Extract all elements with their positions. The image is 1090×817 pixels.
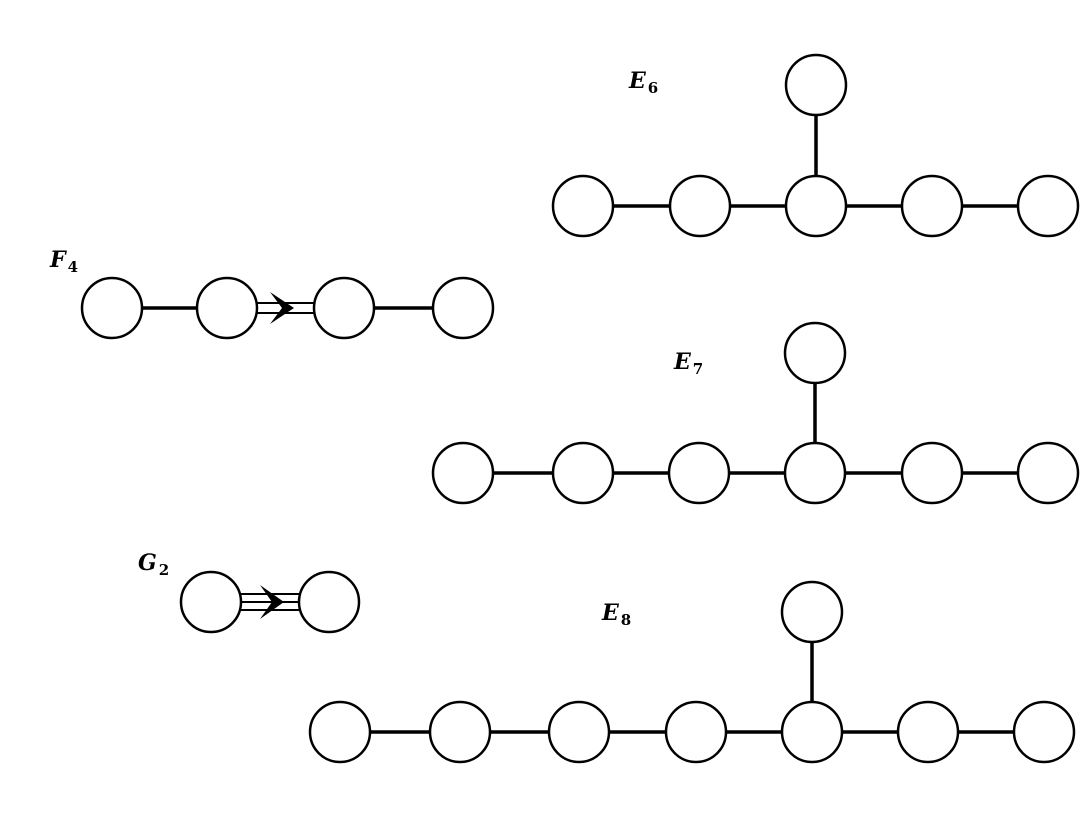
node-e6-4 <box>900 174 964 238</box>
node-g2-1 <box>179 570 243 634</box>
node-f4-3 <box>312 276 376 340</box>
triple-edge-g2-1-2 <box>241 585 300 619</box>
node-e7-5 <box>900 441 964 505</box>
label-g2-index: 2 <box>159 561 169 579</box>
arrow-f4 <box>270 292 294 324</box>
label-f4-index: 4 <box>68 258 78 276</box>
node-e6-1 <box>551 174 615 238</box>
label-e8-index: 8 <box>621 611 631 629</box>
arrow-g2 <box>260 585 284 619</box>
node-e8-1 <box>308 700 372 764</box>
node-f4-1 <box>80 276 144 340</box>
node-e7-1 <box>431 441 495 505</box>
node-e7-2 <box>551 441 615 505</box>
node-e8-4 <box>664 700 728 764</box>
node-f4-4 <box>431 276 495 340</box>
node-e6-3 <box>784 174 848 238</box>
node-g2-2 <box>297 570 361 634</box>
node-e8-5 <box>780 700 844 764</box>
label-g2-letter: G <box>138 550 157 576</box>
double-edge-f4-2-3 <box>256 292 314 324</box>
label-e6-letter: E <box>628 68 647 94</box>
node-e7-3 <box>667 441 731 505</box>
node-e6-5 <box>1016 174 1080 238</box>
label-e8-letter: E <box>601 600 620 626</box>
node-e7-6 <box>1016 441 1080 505</box>
node-e6-branch <box>784 53 848 117</box>
node-e7-branch <box>783 321 847 385</box>
node-e8-7 <box>1012 700 1076 764</box>
label-e7-letter: E <box>673 349 692 375</box>
node-e7-4 <box>783 441 847 505</box>
node-e8-6 <box>896 700 960 764</box>
node-e8-branch <box>780 580 844 644</box>
node-e6-2 <box>668 174 732 238</box>
node-e8-2 <box>428 700 492 764</box>
label-e6-index: 6 <box>648 79 658 97</box>
label-f4-letter: F <box>49 247 67 273</box>
node-f4-2 <box>195 276 259 340</box>
node-e8-3 <box>547 700 611 764</box>
label-e7-index: 7 <box>693 360 703 378</box>
